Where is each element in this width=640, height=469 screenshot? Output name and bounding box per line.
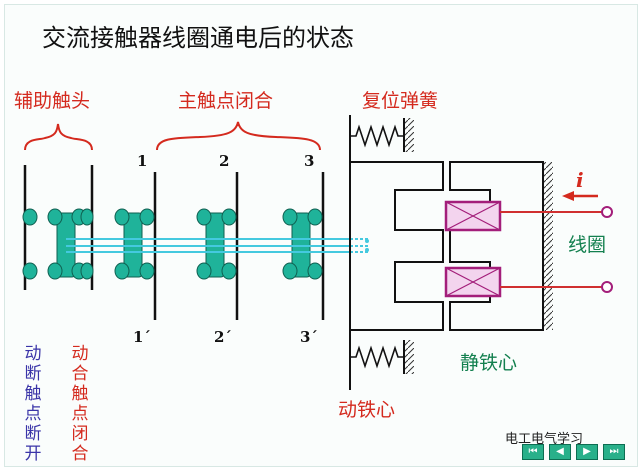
first-slide-button[interactable]: ⏮: [522, 444, 544, 460]
prev-slide-button[interactable]: ◀: [549, 444, 571, 460]
contact-number-2: 2: [219, 152, 230, 170]
reset-spring-bottom: [350, 340, 414, 374]
moving-break-open-label: 动断触点断开: [24, 344, 42, 464]
terminal-bottom: [601, 281, 613, 293]
main-contact-closed-label: 主触点闭合: [178, 90, 274, 112]
terminal-top: [601, 206, 613, 218]
aux-fixed-contact-left-bottom: [22, 262, 38, 280]
next-slide-button[interactable]: ▶: [576, 444, 598, 460]
main-brace: [156, 121, 321, 151]
contact-number-1: 1: [137, 152, 148, 170]
reset-spring-label: 复位弹簧: [362, 90, 439, 112]
aux-contact-label: 辅助触头: [14, 90, 91, 112]
contact-number-2-primed: 2´: [214, 328, 232, 346]
reset-spring-top: [350, 118, 414, 152]
current-symbol: i: [576, 168, 584, 192]
slide-title: 交流接触器线圈通电后的状态: [42, 24, 354, 52]
static-core-label: 静铁心: [460, 352, 518, 374]
slide-frame: [4, 4, 638, 467]
coil-label: 线圈: [568, 234, 607, 256]
contact-number-1-primed: 1´: [133, 328, 151, 346]
connecting-rail: [66, 238, 370, 253]
aux-fixed-contact-left-top: [22, 208, 38, 226]
moving-core: [349, 115, 444, 390]
moving-make-closed-label: 动合触点闭合: [71, 344, 89, 464]
last-slide-button[interactable]: ⏭: [603, 444, 625, 460]
aux-brace: [24, 123, 93, 151]
static-core: [449, 161, 544, 331]
static-wall-hatch: [543, 162, 553, 330]
watermark: 电工电气学习: [505, 432, 584, 447]
moving-core-label: 动铁心: [338, 399, 396, 421]
contact-number-3-primed: 3´: [300, 328, 318, 346]
current-arrow: [562, 191, 598, 201]
contact-number-3: 3: [304, 152, 315, 170]
